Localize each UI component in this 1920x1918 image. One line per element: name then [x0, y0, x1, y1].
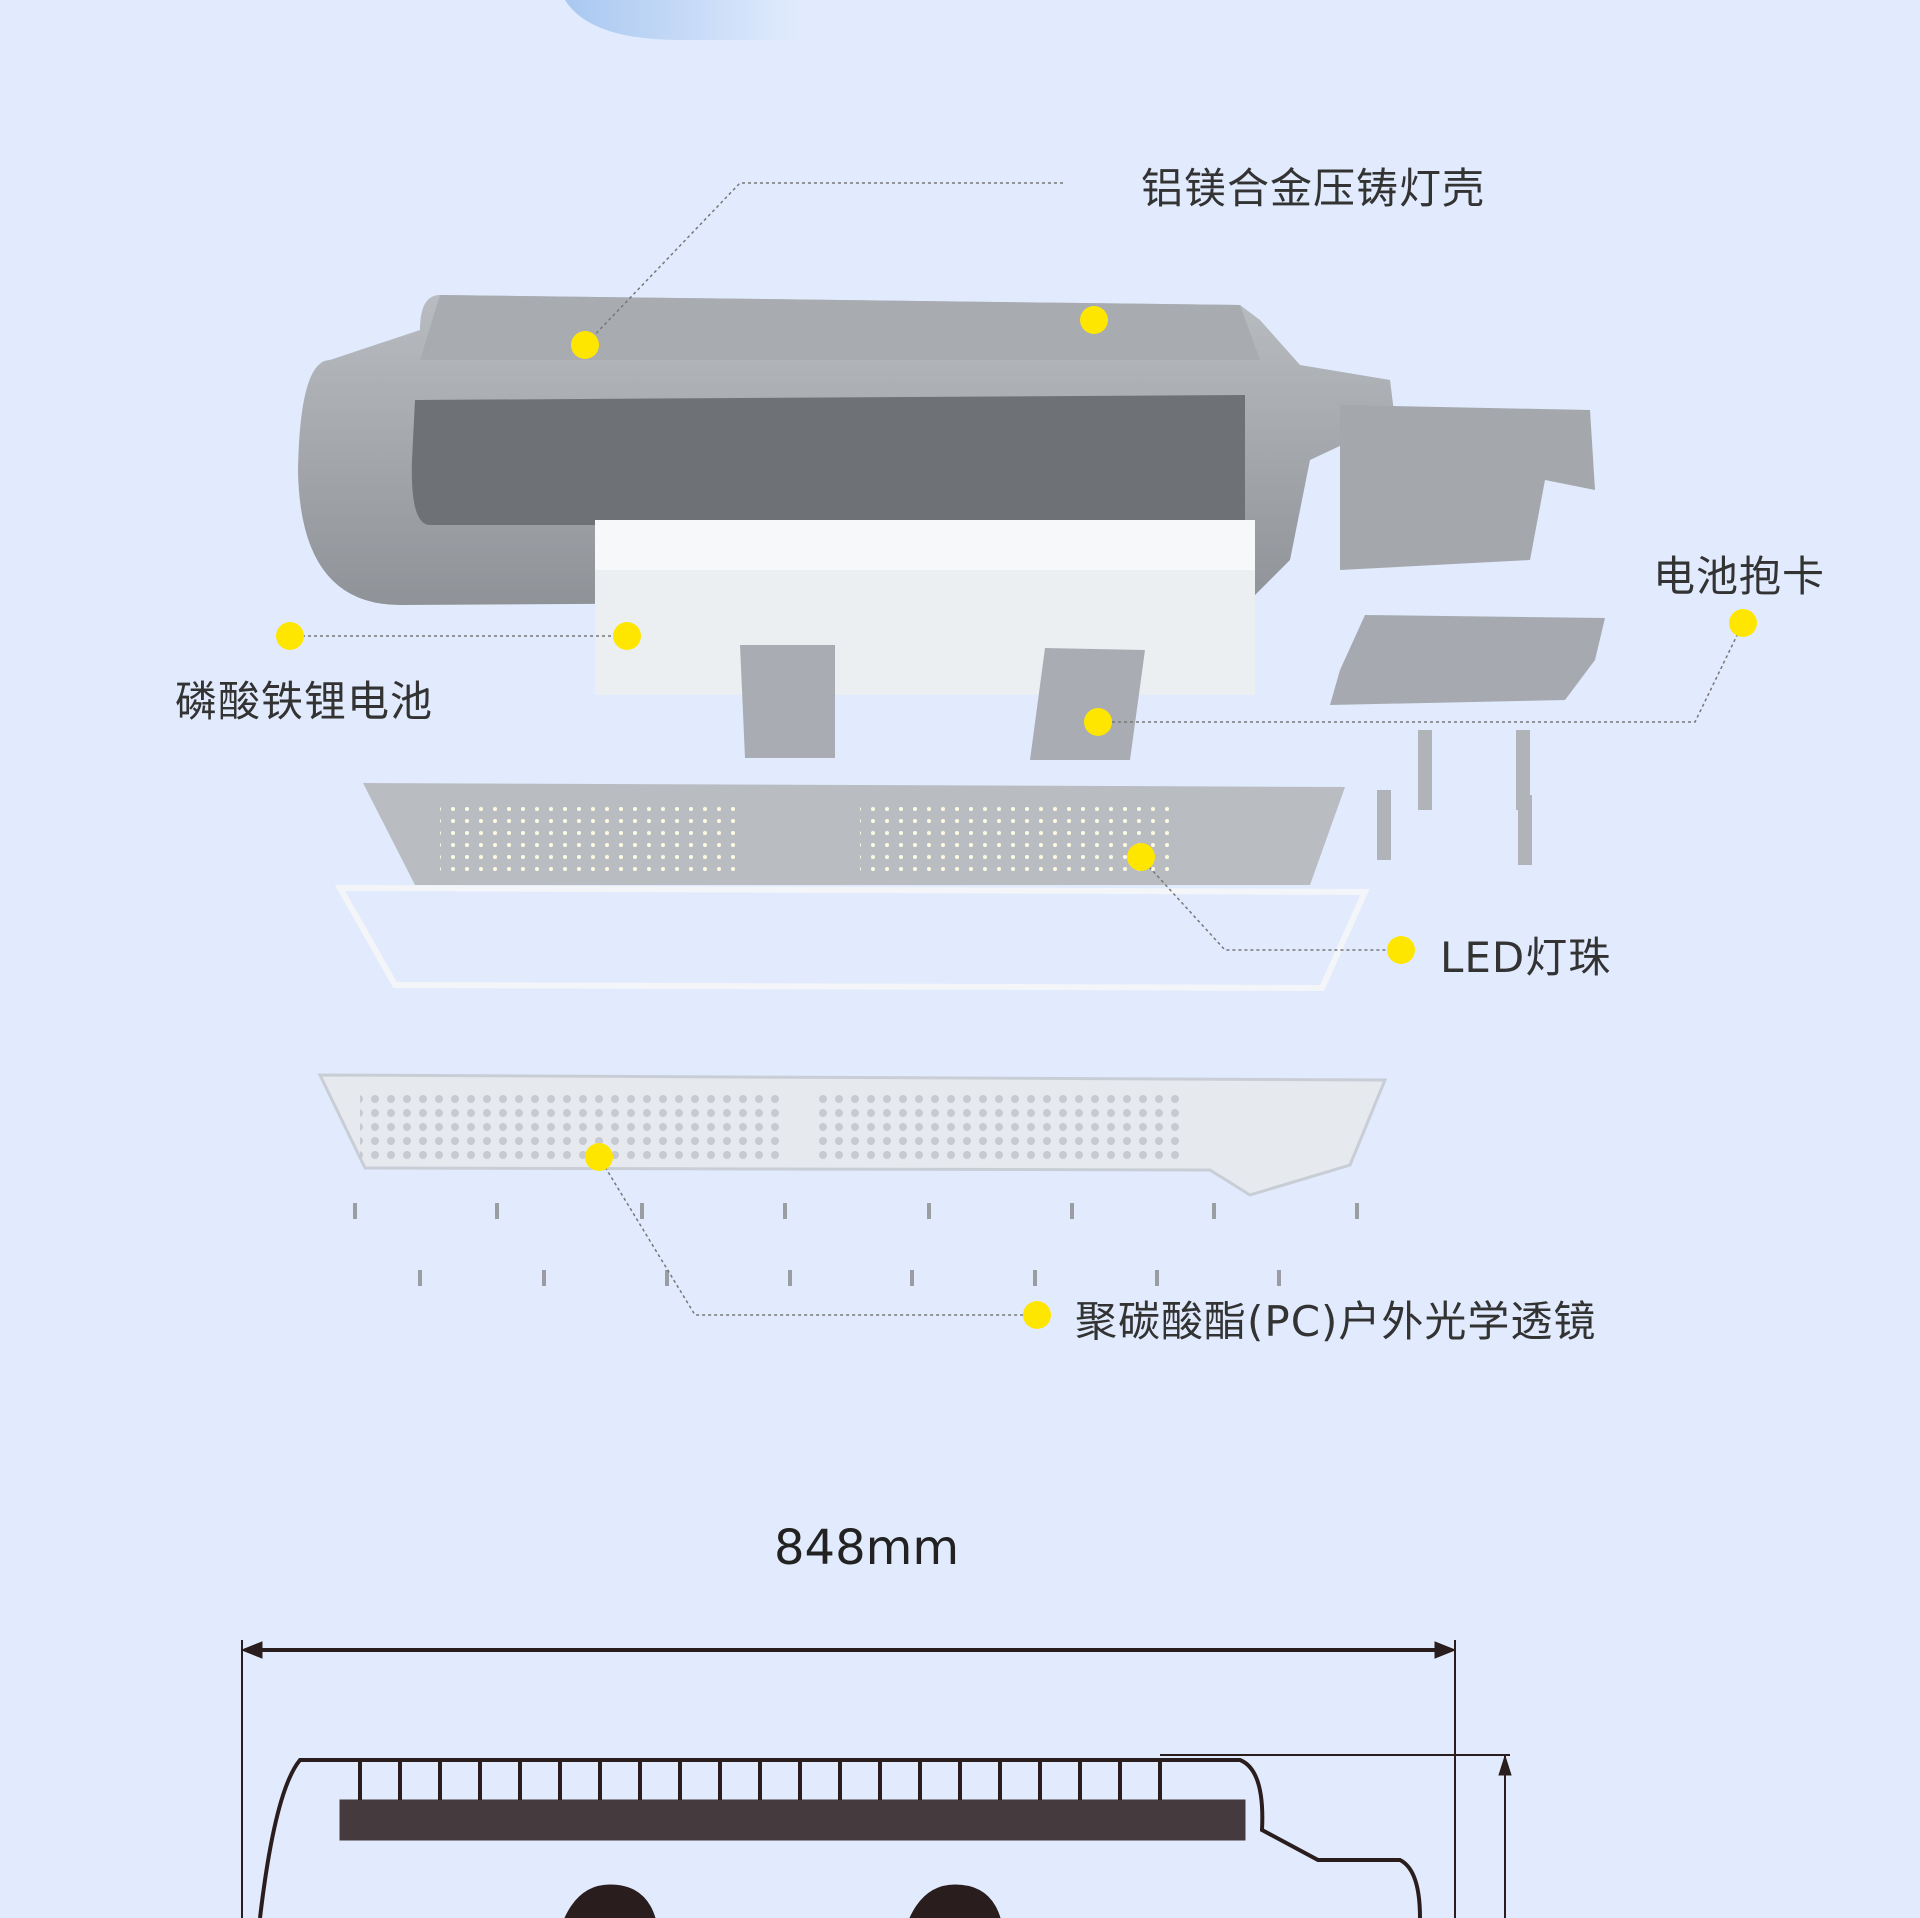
label-led: LED灯珠	[1440, 933, 1612, 982]
gasket-frame-part	[334, 884, 1370, 992]
bolts	[1377, 730, 1532, 865]
battery-part	[595, 520, 1255, 760]
label-lens: 聚碳酸酯(PC)户外光学透镜	[1075, 1297, 1597, 1346]
lens-part	[317, 1073, 1388, 1197]
housing-part	[298, 295, 1595, 605]
label-battery: 磷酸铁锂电池	[175, 677, 434, 726]
decorative-blob	[565, 0, 800, 40]
label-battery-clip: 电池抱卡	[1653, 552, 1826, 601]
label-housing: 铝镁合金压铸灯壳	[1141, 164, 1486, 213]
marker-dots	[276, 306, 1757, 1329]
led-board-part	[363, 783, 1345, 885]
screws	[353, 1203, 1359, 1286]
dimension-width: 848mm	[774, 1520, 960, 1576]
dimension-drawing	[240, 1640, 1512, 1918]
battery-clip-part	[1330, 615, 1605, 705]
leader-lines	[290, 182, 1744, 1316]
